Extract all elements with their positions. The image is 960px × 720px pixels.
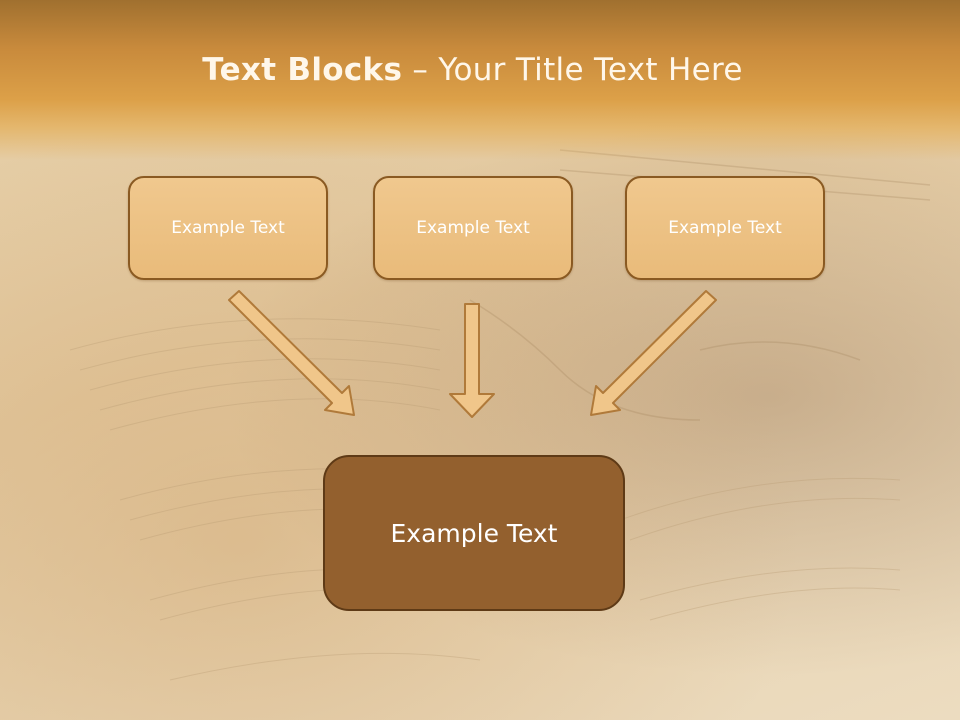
header-band (0, 0, 960, 160)
slide-title: Text Blocks – Your Title Text Here (0, 52, 945, 88)
title-regular-part: Your Title Text Here (438, 52, 743, 88)
text-block-3-label: Example Text (668, 218, 782, 238)
text-block-1[interactable]: Example Text (128, 176, 328, 280)
text-block-2-label: Example Text (416, 218, 530, 238)
text-block-3[interactable]: Example Text (625, 176, 825, 280)
arrow-left (228, 290, 355, 416)
title-separator: – (402, 52, 439, 88)
text-block-1-label: Example Text (171, 218, 285, 238)
center-text-block[interactable]: Example Text (323, 455, 625, 611)
center-text-block-label: Example Text (390, 518, 558, 548)
arrow-right (590, 290, 717, 416)
arrow-middle (449, 303, 495, 418)
text-block-2[interactable]: Example Text (373, 176, 573, 280)
title-bold-part: Text Blocks (202, 52, 403, 88)
